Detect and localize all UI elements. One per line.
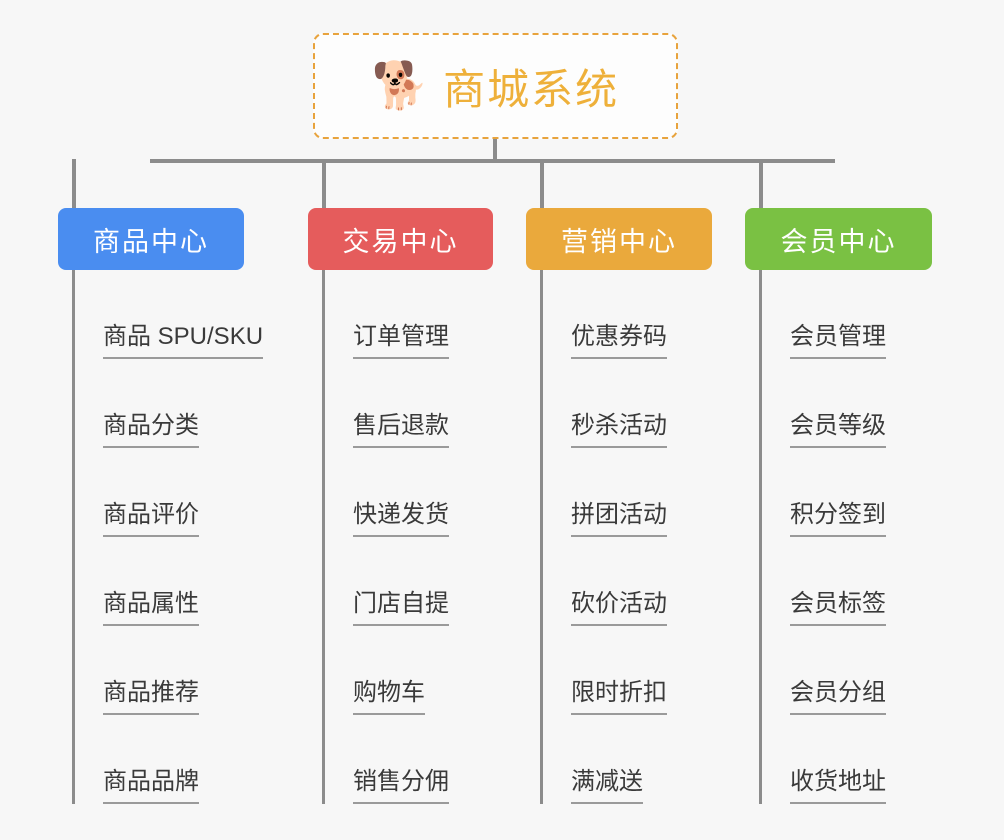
leaf-item[interactable]: 售后退款 — [325, 359, 493, 448]
leaf-list-trade-center: 订单管理售后退款快递发货门店自提购物车销售分佣 — [322, 270, 493, 804]
leaf-item-label: 商品分类 — [103, 412, 199, 448]
leaf-item-label: 拼团活动 — [571, 501, 667, 537]
leaf-item-label: 优惠券码 — [571, 323, 667, 359]
leaf-item-label: 门店自提 — [353, 590, 449, 626]
leaf-item[interactable]: 商品推荐 — [75, 626, 244, 715]
category-header-label: 交易中心 — [342, 226, 459, 257]
leaf-item[interactable]: 限时折扣 — [543, 626, 712, 715]
leaf-item[interactable]: 购物车 — [325, 626, 493, 715]
leaf-item-label: 会员管理 — [790, 323, 886, 359]
connector-drop-trade-center — [322, 159, 326, 209]
root-title: 商城系统 — [443, 65, 620, 113]
leaf-list-marketing-center: 优惠券码秒杀活动拼团活动砍价活动限时折扣满减送 — [540, 270, 712, 804]
leaf-item-label: 快递发货 — [353, 501, 449, 537]
leaf-item[interactable]: 订单管理 — [325, 270, 493, 359]
leaf-item[interactable]: 满减送 — [543, 715, 712, 804]
leaf-item[interactable]: 收货地址 — [762, 715, 932, 804]
connector-drop-product-center — [72, 159, 76, 209]
leaf-item[interactable]: 商品评价 — [75, 448, 244, 537]
root-node[interactable]: 🐕 商城系统 — [313, 33, 678, 139]
leaf-item-label: 会员分组 — [790, 679, 886, 715]
leaf-item-label: 订单管理 — [353, 323, 449, 359]
category-header-label: 会员中心 — [780, 226, 897, 257]
leaf-item[interactable]: 会员等级 — [762, 359, 932, 448]
leaf-item-label: 销售分佣 — [353, 768, 449, 804]
category-header-marketing-center[interactable]: 营销中心 — [526, 208, 712, 270]
category-header-trade-center[interactable]: 交易中心 — [308, 208, 493, 270]
leaf-item[interactable]: 商品品牌 — [75, 715, 244, 804]
leaf-item[interactable]: 商品 SPU/SKU — [75, 270, 264, 359]
leaf-item-label: 购物车 — [353, 679, 425, 715]
connector-drop-marketing-center — [540, 159, 544, 209]
connector-horizontal-bus — [150, 159, 835, 163]
category-header-label: 营销中心 — [561, 226, 677, 257]
column-trade-center: 交易中心订单管理售后退款快递发货门店自提购物车销售分佣 — [308, 208, 493, 804]
leaf-item[interactable]: 销售分佣 — [325, 715, 493, 804]
leaf-item-label: 收货地址 — [790, 768, 886, 804]
connector-root-stem — [493, 139, 497, 161]
category-header-label: 商品中心 — [93, 226, 209, 257]
leaf-item-label: 秒杀活动 — [571, 412, 667, 448]
leaf-item-label: 商品评价 — [103, 501, 199, 537]
leaf-item-label: 积分签到 — [790, 501, 886, 537]
leaf-item[interactable]: 优惠券码 — [543, 270, 712, 359]
connector-drop-member-center — [759, 159, 763, 209]
leaf-item-label: 砍价活动 — [571, 590, 667, 626]
leaf-item[interactable]: 门店自提 — [325, 537, 493, 626]
column-product-center: 商品中心商品 SPU/SKU 商品分类商品评价商品属性商品推荐商品品牌 — [58, 208, 264, 804]
leaf-list-product-center: 商品 SPU/SKU 商品分类商品评价商品属性商品推荐商品品牌 — [72, 270, 264, 804]
leaf-item[interactable]: 商品属性 — [75, 537, 244, 626]
leaf-item-label: 限时折扣 — [571, 679, 667, 715]
column-member-center: 会员中心会员管理会员等级积分签到会员标签会员分组收货地址 — [745, 208, 932, 804]
leaf-item[interactable]: 积分签到 — [762, 448, 932, 537]
leaf-item-label: 商品推荐 — [103, 679, 199, 715]
leaf-item[interactable]: 会员标签 — [762, 537, 932, 626]
leaf-item-label: 会员标签 — [790, 590, 886, 626]
leaf-item[interactable]: 拼团活动 — [543, 448, 712, 537]
leaf-item[interactable]: 砍价活动 — [543, 537, 712, 626]
leaf-item[interactable]: 会员分组 — [762, 626, 932, 715]
leaf-list-member-center: 会员管理会员等级积分签到会员标签会员分组收货地址 — [759, 270, 932, 804]
leaf-item-label: 商品 SPU/SKU — [103, 323, 264, 359]
leaf-item[interactable]: 快递发货 — [325, 448, 493, 537]
leaf-item[interactable]: 会员管理 — [762, 270, 932, 359]
leaf-item-label: 售后退款 — [353, 412, 449, 448]
leaf-item[interactable]: 秒杀活动 — [543, 359, 712, 448]
leaf-item[interactable]: 商品分类 — [75, 359, 244, 448]
leaf-item-label: 满减送 — [571, 768, 643, 804]
leaf-item-label: 商品属性 — [103, 590, 199, 626]
shiba-dog-icon: 🐕 — [371, 59, 430, 111]
leaf-item-label: 商品品牌 — [103, 768, 199, 804]
leaf-item-label: 会员等级 — [790, 412, 886, 448]
category-header-member-center[interactable]: 会员中心 — [745, 208, 932, 270]
category-header-product-center[interactable]: 商品中心 — [58, 208, 244, 270]
column-marketing-center: 营销中心优惠券码秒杀活动拼团活动砍价活动限时折扣满减送 — [526, 208, 712, 804]
